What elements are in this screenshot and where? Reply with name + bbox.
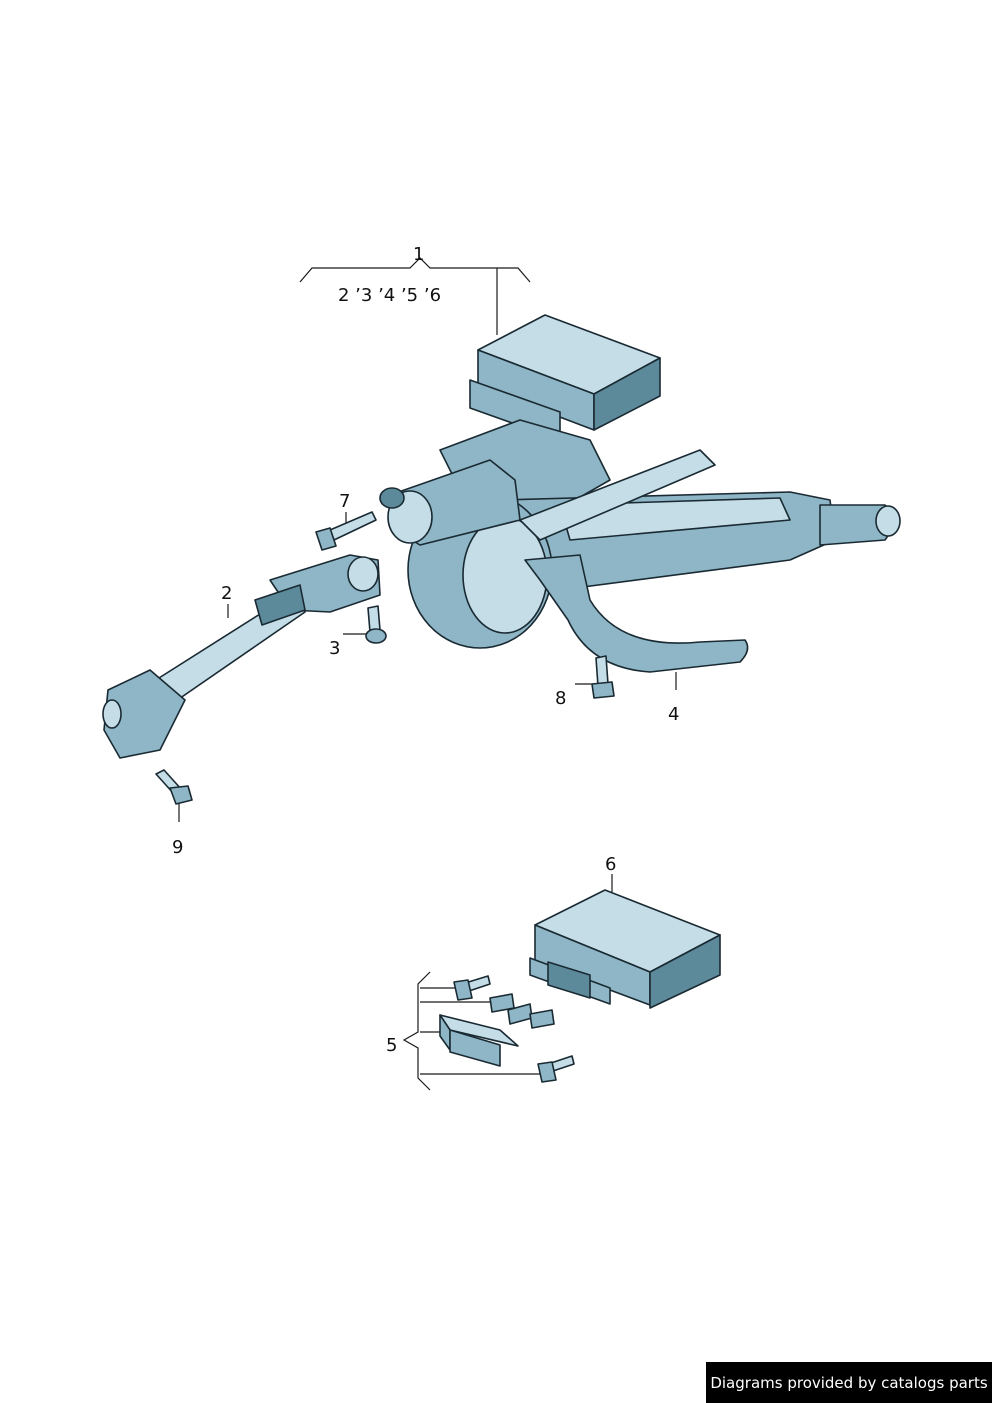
mounting-kit: [439, 975, 575, 1083]
callout-1-sublist: 2 ’3 ’4 ’5 ’6: [338, 285, 442, 306]
callout-7: 7: [339, 491, 351, 512]
callout-9: 9: [172, 837, 184, 858]
screw-3: [365, 605, 387, 644]
callout-4: 4: [668, 704, 680, 725]
intermediate-shaft: [102, 554, 381, 759]
leader-lines: [178, 257, 677, 1091]
bolt-8: [591, 655, 615, 699]
attribution-banner: Diagrams provided by catalogs parts: [706, 1362, 992, 1403]
control-unit: [529, 889, 721, 1009]
steering-column-assembly: [379, 314, 901, 673]
callout-1: 1: [413, 244, 425, 265]
callout-3: 3: [329, 638, 341, 659]
bolt-9: [155, 769, 193, 805]
callout-2: 2: [221, 583, 233, 604]
callout-8: 8: [555, 688, 567, 709]
adjustment-lever: [524, 554, 749, 673]
callout-5: 5: [386, 1035, 398, 1056]
bolt-7: [315, 511, 377, 551]
callout-6: 6: [605, 854, 617, 875]
